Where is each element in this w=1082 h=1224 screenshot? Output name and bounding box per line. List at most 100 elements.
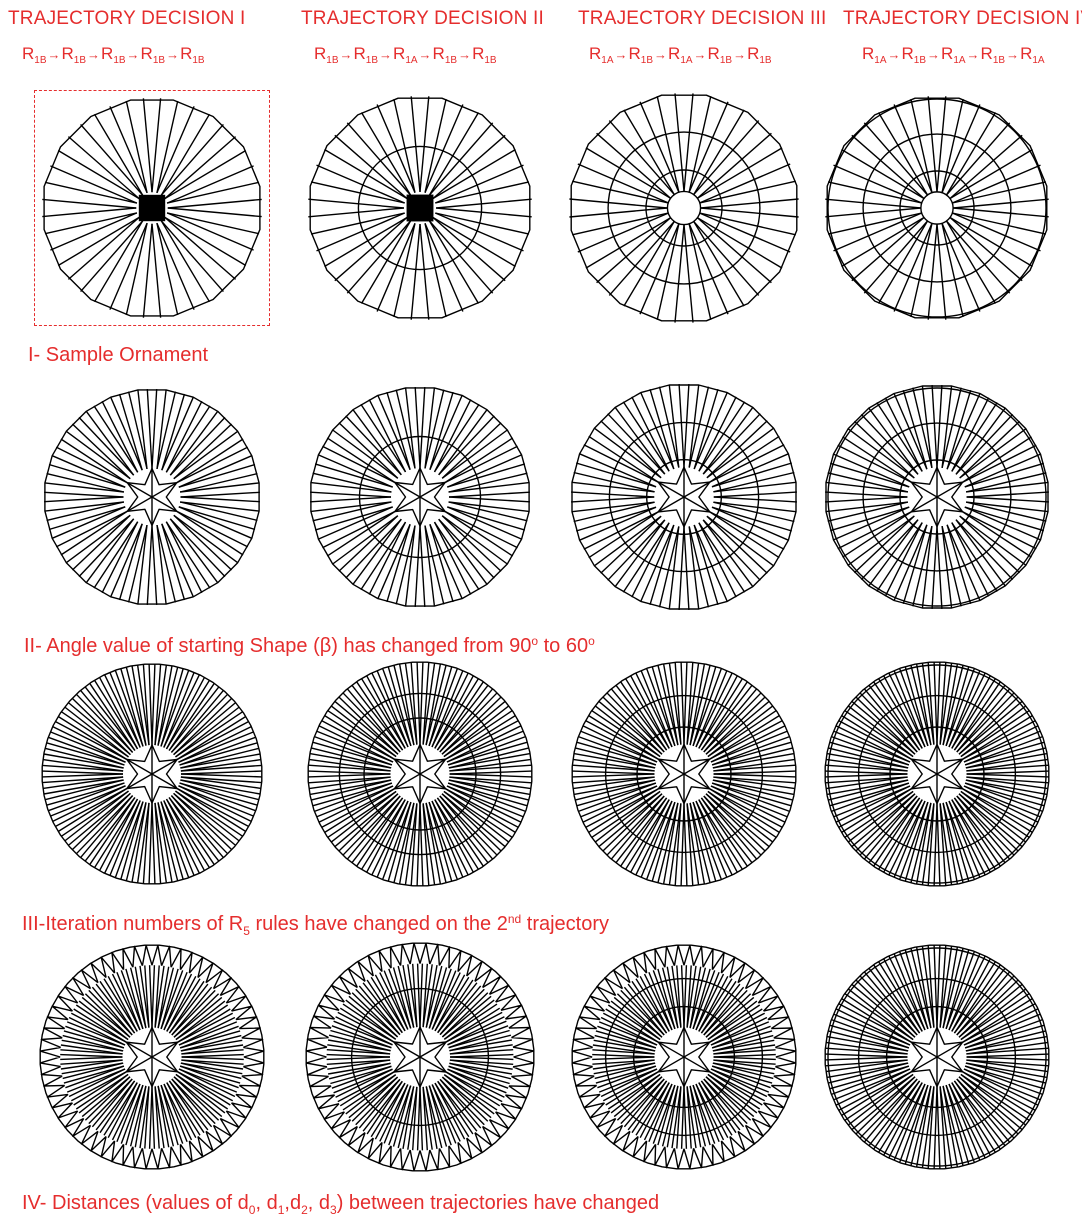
spoke-line xyxy=(60,1055,122,1057)
spoke-line xyxy=(420,1087,422,1150)
rule-letter: R xyxy=(1020,44,1032,63)
spoke-line xyxy=(61,439,127,483)
caption-script: 5 xyxy=(243,924,250,938)
spoke-line xyxy=(694,525,727,601)
spoke-line xyxy=(181,1036,241,1051)
spoke-line xyxy=(311,483,392,492)
inner-border-circle xyxy=(828,99,1046,317)
spoke-line xyxy=(45,502,124,511)
spoke-line xyxy=(162,524,194,597)
spoke-line xyxy=(179,507,252,539)
ornament-r1-c1 xyxy=(37,93,267,323)
rule-subscript: 1A xyxy=(680,55,692,66)
spoke-line xyxy=(689,385,699,468)
spoke-line xyxy=(152,526,157,605)
spoke-line xyxy=(52,456,125,488)
spoke-line xyxy=(580,454,656,487)
spoke-line xyxy=(445,438,513,483)
ornament-r1-c3 xyxy=(564,88,804,328)
ornament-r3-c4 xyxy=(820,657,1054,891)
row-caption-3: III-Iteration numbers of R5 rules have c… xyxy=(22,912,609,938)
sequence-arrow: → xyxy=(967,47,980,62)
spoke-line xyxy=(682,965,684,1027)
ornament-r2-c1 xyxy=(39,384,265,610)
spoke-line xyxy=(94,406,138,472)
spoke-line xyxy=(152,965,154,1027)
rule-subscript: 1A xyxy=(874,55,886,66)
caption-script: 2 xyxy=(301,1203,308,1217)
spoke-line xyxy=(411,224,420,320)
spoke-line xyxy=(877,403,922,472)
spoke-line xyxy=(168,208,262,217)
spoke-line xyxy=(714,774,796,777)
spoke-line xyxy=(378,395,410,469)
spoke-line xyxy=(694,393,727,469)
spoke-line xyxy=(52,507,125,539)
spoke-line xyxy=(934,804,937,886)
spoke-line xyxy=(714,497,797,502)
rule-letter: R xyxy=(433,44,445,63)
spoke-line xyxy=(152,1087,154,1149)
column-title-4: TRAJECTORY DECISION IV xyxy=(843,8,1082,30)
spoke-line xyxy=(158,1086,173,1146)
spoke-line xyxy=(825,492,907,497)
spoke-line xyxy=(449,1063,511,1079)
spoke-line xyxy=(308,199,404,208)
spoke-line xyxy=(63,1063,123,1078)
spoke-line xyxy=(168,199,262,208)
spoke-line xyxy=(932,385,937,467)
spoke-line xyxy=(435,404,480,472)
spoke-line xyxy=(684,527,689,610)
spoke-line xyxy=(641,393,674,469)
spoke-line xyxy=(714,1055,776,1057)
spoke-line xyxy=(569,199,667,208)
spoke-line xyxy=(572,502,655,512)
spoke-line xyxy=(947,525,980,601)
rule-letter: R xyxy=(708,44,720,63)
sequence-arrow: → xyxy=(340,47,353,62)
spoke-line xyxy=(44,497,123,502)
spoke-line xyxy=(675,93,684,191)
ornament-r4-c4 xyxy=(820,940,1054,1174)
spoke-line xyxy=(701,208,799,217)
spoke-line xyxy=(937,96,946,192)
ornament-r1-c4 xyxy=(820,91,1054,325)
spoke-line xyxy=(166,406,210,472)
spoke-line xyxy=(922,386,932,468)
center-square xyxy=(139,195,165,221)
rule-subscript: 1B xyxy=(34,55,46,66)
spoke-line xyxy=(967,497,1049,502)
spoke-line xyxy=(449,497,530,502)
rule-letter: R xyxy=(589,44,601,63)
spoke-line xyxy=(825,1057,907,1060)
spoke-line xyxy=(181,1063,241,1078)
center-square xyxy=(407,195,434,222)
spoke-line xyxy=(177,511,243,555)
spoke-line xyxy=(182,1055,244,1057)
spoke-line xyxy=(713,1036,773,1051)
rule-subscript: 1B xyxy=(153,55,165,66)
spoke-line xyxy=(179,456,252,488)
spoke-line xyxy=(877,523,922,592)
spoke-line xyxy=(922,526,932,608)
spoke-line xyxy=(684,1087,686,1149)
spoke-line xyxy=(329,1063,391,1079)
spoke-line xyxy=(147,389,152,468)
spoke-line xyxy=(449,502,529,511)
row-caption-4: IV- Distances (values of d0, d1,d2, d3) … xyxy=(22,1192,659,1217)
spoke-line xyxy=(143,224,152,318)
spoke-line xyxy=(681,662,684,744)
rule-subscript: 1B xyxy=(914,55,926,66)
spoke-line xyxy=(952,403,997,472)
spoke-line xyxy=(361,404,406,472)
caption-text: rules have changed on the 2 xyxy=(250,913,508,935)
inner-ring xyxy=(863,134,1011,282)
spoke-line xyxy=(663,968,678,1028)
spoke-line xyxy=(157,390,166,469)
rule-letter: R xyxy=(22,44,34,63)
rule-letter: R xyxy=(668,44,680,63)
spoke-line xyxy=(450,1057,513,1059)
spoke-line xyxy=(894,394,927,470)
rule-letter: R xyxy=(941,44,953,63)
spoke-line xyxy=(669,526,679,609)
